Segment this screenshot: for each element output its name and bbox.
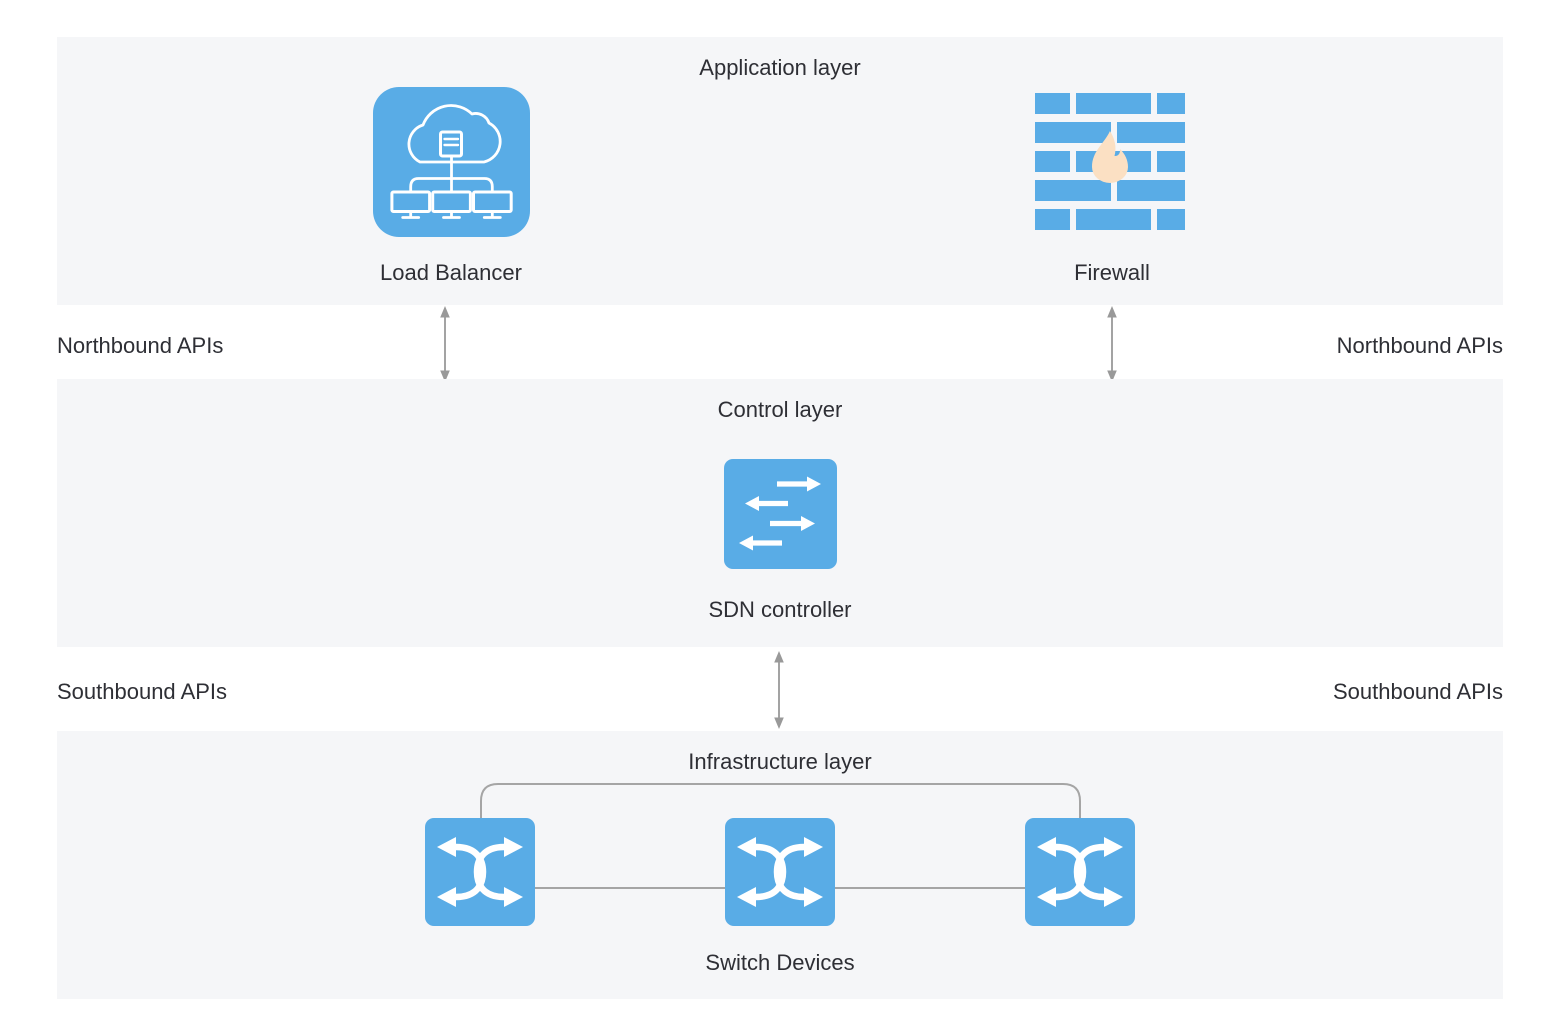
northbound-arrow-right-icon <box>1107 306 1117 382</box>
southbound-apis-label-left: Southbound APIs <box>57 679 228 704</box>
southbound-arrow-icon <box>774 651 784 729</box>
application-layer-panel: Application layer <box>57 37 1503 305</box>
switch-icon-1 <box>425 818 535 926</box>
load-balancer-label: Load Balancer <box>380 260 522 285</box>
firewall-icon <box>1035 93 1185 230</box>
northbound-arrow-left-icon <box>440 306 450 382</box>
northbound-apis-label-left: Northbound APIs <box>57 333 224 358</box>
crossover-switch-glyph <box>737 837 823 907</box>
crossover-switch-glyph <box>437 837 523 907</box>
flow-arrows-glyph <box>739 476 821 551</box>
firewall-label: Firewall <box>1074 260 1150 285</box>
switch-icon-2 <box>725 818 835 926</box>
application-layer-title: Application layer <box>699 55 861 80</box>
switch-devices-label: Switch Devices <box>705 950 855 975</box>
brick-wall-flame-glyph <box>1035 93 1185 230</box>
sdn-controller-icon <box>724 459 837 569</box>
crossover-switch-glyph <box>1037 837 1123 907</box>
northbound-apis-label-right: Northbound APIs <box>1336 333 1503 358</box>
switch-icon-3 <box>1025 818 1135 926</box>
southbound-apis-label-right: Southbound APIs <box>1332 679 1503 704</box>
control-layer-title: Control layer <box>717 397 843 422</box>
infrastructure-layer-title: Infrastructure layer <box>688 749 872 774</box>
load-balancer-icon <box>373 87 530 237</box>
cloud-load-balancer-glyph <box>390 104 513 219</box>
sdn-controller-label: SDN controller <box>708 597 852 622</box>
